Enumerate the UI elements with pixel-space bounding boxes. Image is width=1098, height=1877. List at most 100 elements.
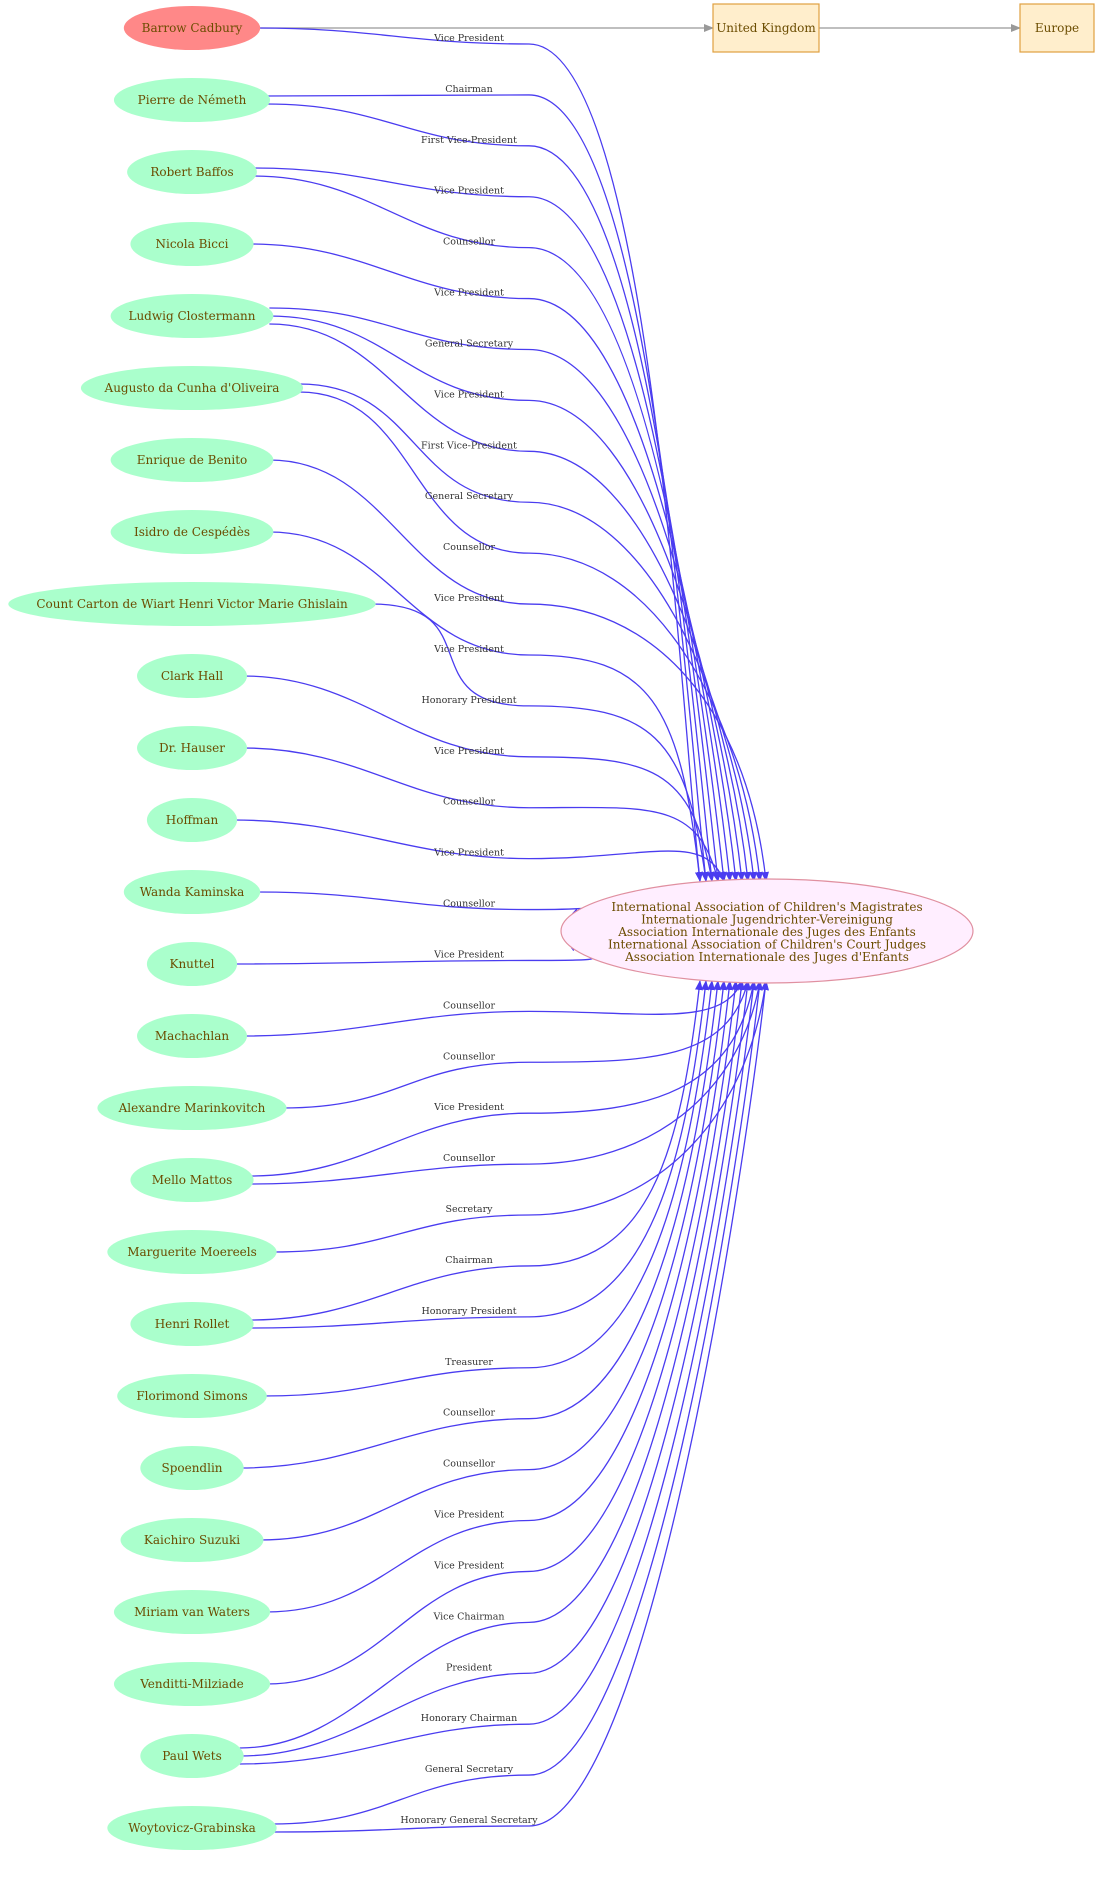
person-ellipse	[130, 1158, 254, 1202]
edge-role-label: Vice President	[433, 593, 504, 604]
edge-knuttel-vice-president	[233, 941, 594, 965]
person-name: Hoffman	[166, 813, 219, 827]
edge-role-label: Counsellor	[443, 237, 496, 248]
person-name: Dr. Hauser	[159, 741, 225, 755]
person-node-kaichiro-suzuki[interactable]: Kaichiro Suzuki	[120, 1518, 264, 1562]
edge-role-label: Counsellor	[443, 1408, 496, 1419]
edge-role-label: Secretary	[445, 1204, 493, 1215]
person-name: Isidro de Cespédès	[134, 525, 250, 539]
person-node-ludwig-clostermann[interactable]: Ludwig Clostermann	[110, 294, 274, 338]
edge-isidro-de-cespedes-vice-president	[269, 531, 703, 882]
person-name: Wanda Kaminska	[140, 885, 244, 899]
person-node-mello-mattos[interactable]: Mello Mattos	[130, 1158, 254, 1202]
location-box	[712, 3, 820, 53]
person-node-marguerite-moereels[interactable]: Marguerite Moereels	[107, 1230, 277, 1274]
person-ellipse	[80, 366, 304, 410]
location-label: United Kingdom	[716, 21, 816, 35]
person-node-alexandre-marinkovitch[interactable]: Alexandre Marinkovitch	[97, 1086, 287, 1130]
edge-ludwig-clostermann-vice-president	[269, 315, 745, 882]
person-node-count-carton-de-wiart-henri-victor-marie-ghislain[interactable]: Count Carton de Wiart Henri Victor Marie…	[8, 582, 376, 626]
edge-pierre-de-nemeth-chairman	[266, 94, 709, 882]
person-node-spoendlin[interactable]: Spoendlin	[140, 1446, 244, 1490]
edge-count-carton-de-wiart-henri-victor-marie-ghislain-honorary-president	[371, 603, 709, 882]
person-node-dr-hauser[interactable]: Dr. Hauser	[137, 726, 247, 770]
location-label: Europe	[1035, 21, 1079, 35]
edge-role-label: Vice Chairman	[432, 1611, 504, 1622]
person-ellipse	[123, 6, 261, 50]
edge-role-label: Honorary President	[421, 695, 516, 706]
person-node-augusto-da-cunha-d-oliveira[interactable]: Augusto da Cunha d'Oliveira	[80, 366, 304, 410]
edge-paul-wets-vice-chairman	[239, 980, 745, 1749]
edge-role-label: Vice President	[433, 288, 504, 299]
person-name: Mello Mattos	[152, 1173, 233, 1187]
person-node-hoffman[interactable]: Hoffman	[146, 798, 238, 842]
edge-woytovicz-grabinska-general-secretary	[272, 980, 763, 1825]
person-node-machachlan[interactable]: Machachlan	[137, 1014, 247, 1058]
person-ellipse	[113, 78, 271, 122]
edge-role-label: Vice President	[433, 644, 504, 655]
person-name: Clark Hall	[161, 669, 223, 683]
edge-barrow-cadbury-vice-president	[256, 27, 703, 882]
edge-role-label: Vice President	[433, 389, 504, 400]
person-name: Miriam van Waters	[134, 1605, 250, 1619]
edge-role-label: Counsellor	[443, 542, 496, 553]
person-node-wanda-kaminska[interactable]: Wanda Kaminska	[123, 870, 261, 914]
edge-role-label: Vice President	[433, 1560, 504, 1571]
edge-role-label: Vice President	[433, 949, 504, 960]
location-node-europe[interactable]: Europe	[1019, 3, 1095, 53]
person-ellipse	[110, 438, 274, 482]
edge-ludwig-clostermann-first-vice-president	[269, 323, 751, 882]
edge-venditti-milziade-vice-president	[266, 980, 739, 1685]
person-ellipse	[127, 150, 257, 194]
person-ellipse	[137, 654, 247, 698]
edge-spoendlin-counsellor	[239, 980, 721, 1469]
person-node-robert-baffos[interactable]: Robert Baffos	[127, 150, 257, 194]
person-node-florimond-simons[interactable]: Florimond Simons	[117, 1374, 267, 1418]
location-node-united-kingdom[interactable]: United Kingdom	[712, 3, 820, 53]
person-node-nicola-bicci[interactable]: Nicola Bicci	[130, 222, 254, 266]
edge-role-label: Honorary Chairman	[421, 1713, 517, 1724]
edge-role-label: First Vice-President	[421, 135, 517, 146]
person-node-barrow-cadbury[interactable]: Barrow Cadbury	[123, 6, 261, 50]
person-node-enrique-de-benito[interactable]: Enrique de Benito	[110, 438, 274, 482]
organization-node[interactable]: International Association of Children's …	[560, 878, 974, 984]
edge-role-label: Chairman	[445, 84, 492, 95]
person-ellipse	[120, 1518, 264, 1562]
person-name: Alexandre Marinkovitch	[118, 1101, 266, 1115]
person-name: Venditti-Milziade	[139, 1677, 244, 1691]
edge-pierre-de-nemeth-first-vice-president	[266, 103, 715, 882]
person-node-knuttel[interactable]: Knuttel	[146, 942, 238, 986]
person-name: Woytovicz-Grabinska	[128, 1821, 256, 1835]
edge-role-label: Counsellor	[443, 1000, 496, 1011]
person-node-venditti-milziade[interactable]: Venditti-Milziade	[113, 1662, 271, 1706]
edge-woytovicz-grabinska-honorary-general-secretary	[272, 980, 769, 1833]
person-ellipse	[123, 870, 261, 914]
person-node-isidro-de-cespedes[interactable]: Isidro de Cespédès	[110, 510, 274, 554]
edge-marguerite-moereels-secretary	[272, 980, 769, 1253]
person-ellipse	[140, 1734, 244, 1778]
edge-florimond-simons-treasurer	[262, 980, 715, 1397]
organization-name-line: Association Internationale des Juges d'E…	[624, 950, 909, 964]
person-node-henri-rollet[interactable]: Henri Rollet	[130, 1302, 254, 1346]
person-node-clark-hall[interactable]: Clark Hall	[137, 654, 247, 698]
person-ellipse	[137, 726, 247, 770]
edge-miriam-van-waters-vice-president	[266, 980, 733, 1613]
location-box	[1019, 3, 1095, 53]
person-node-pierre-de-nemeth[interactable]: Pierre de Németh	[113, 78, 271, 122]
edge-augusto-da-cunha-d-oliveira-counsellor	[299, 391, 763, 882]
edge-role-label: Counsellor	[443, 1153, 496, 1164]
organization-ellipse	[560, 878, 974, 984]
person-name: Spoendlin	[161, 1461, 222, 1475]
edges-layer	[233, 24, 1021, 1833]
person-node-woytovicz-grabinska[interactable]: Woytovicz-Grabinska	[107, 1806, 277, 1850]
edge-kaichiro-suzuki-counsellor	[259, 980, 727, 1541]
person-node-miriam-van-waters[interactable]: Miriam van Waters	[113, 1590, 271, 1634]
edge-robert-baffos-vice-president	[252, 167, 721, 882]
person-name: Pierre de Németh	[138, 93, 247, 107]
person-ellipse	[140, 1446, 244, 1490]
person-ellipse	[113, 1662, 271, 1706]
person-node-paul-wets[interactable]: Paul Wets	[140, 1734, 244, 1778]
edge-hoffman-vice-president	[233, 819, 725, 882]
